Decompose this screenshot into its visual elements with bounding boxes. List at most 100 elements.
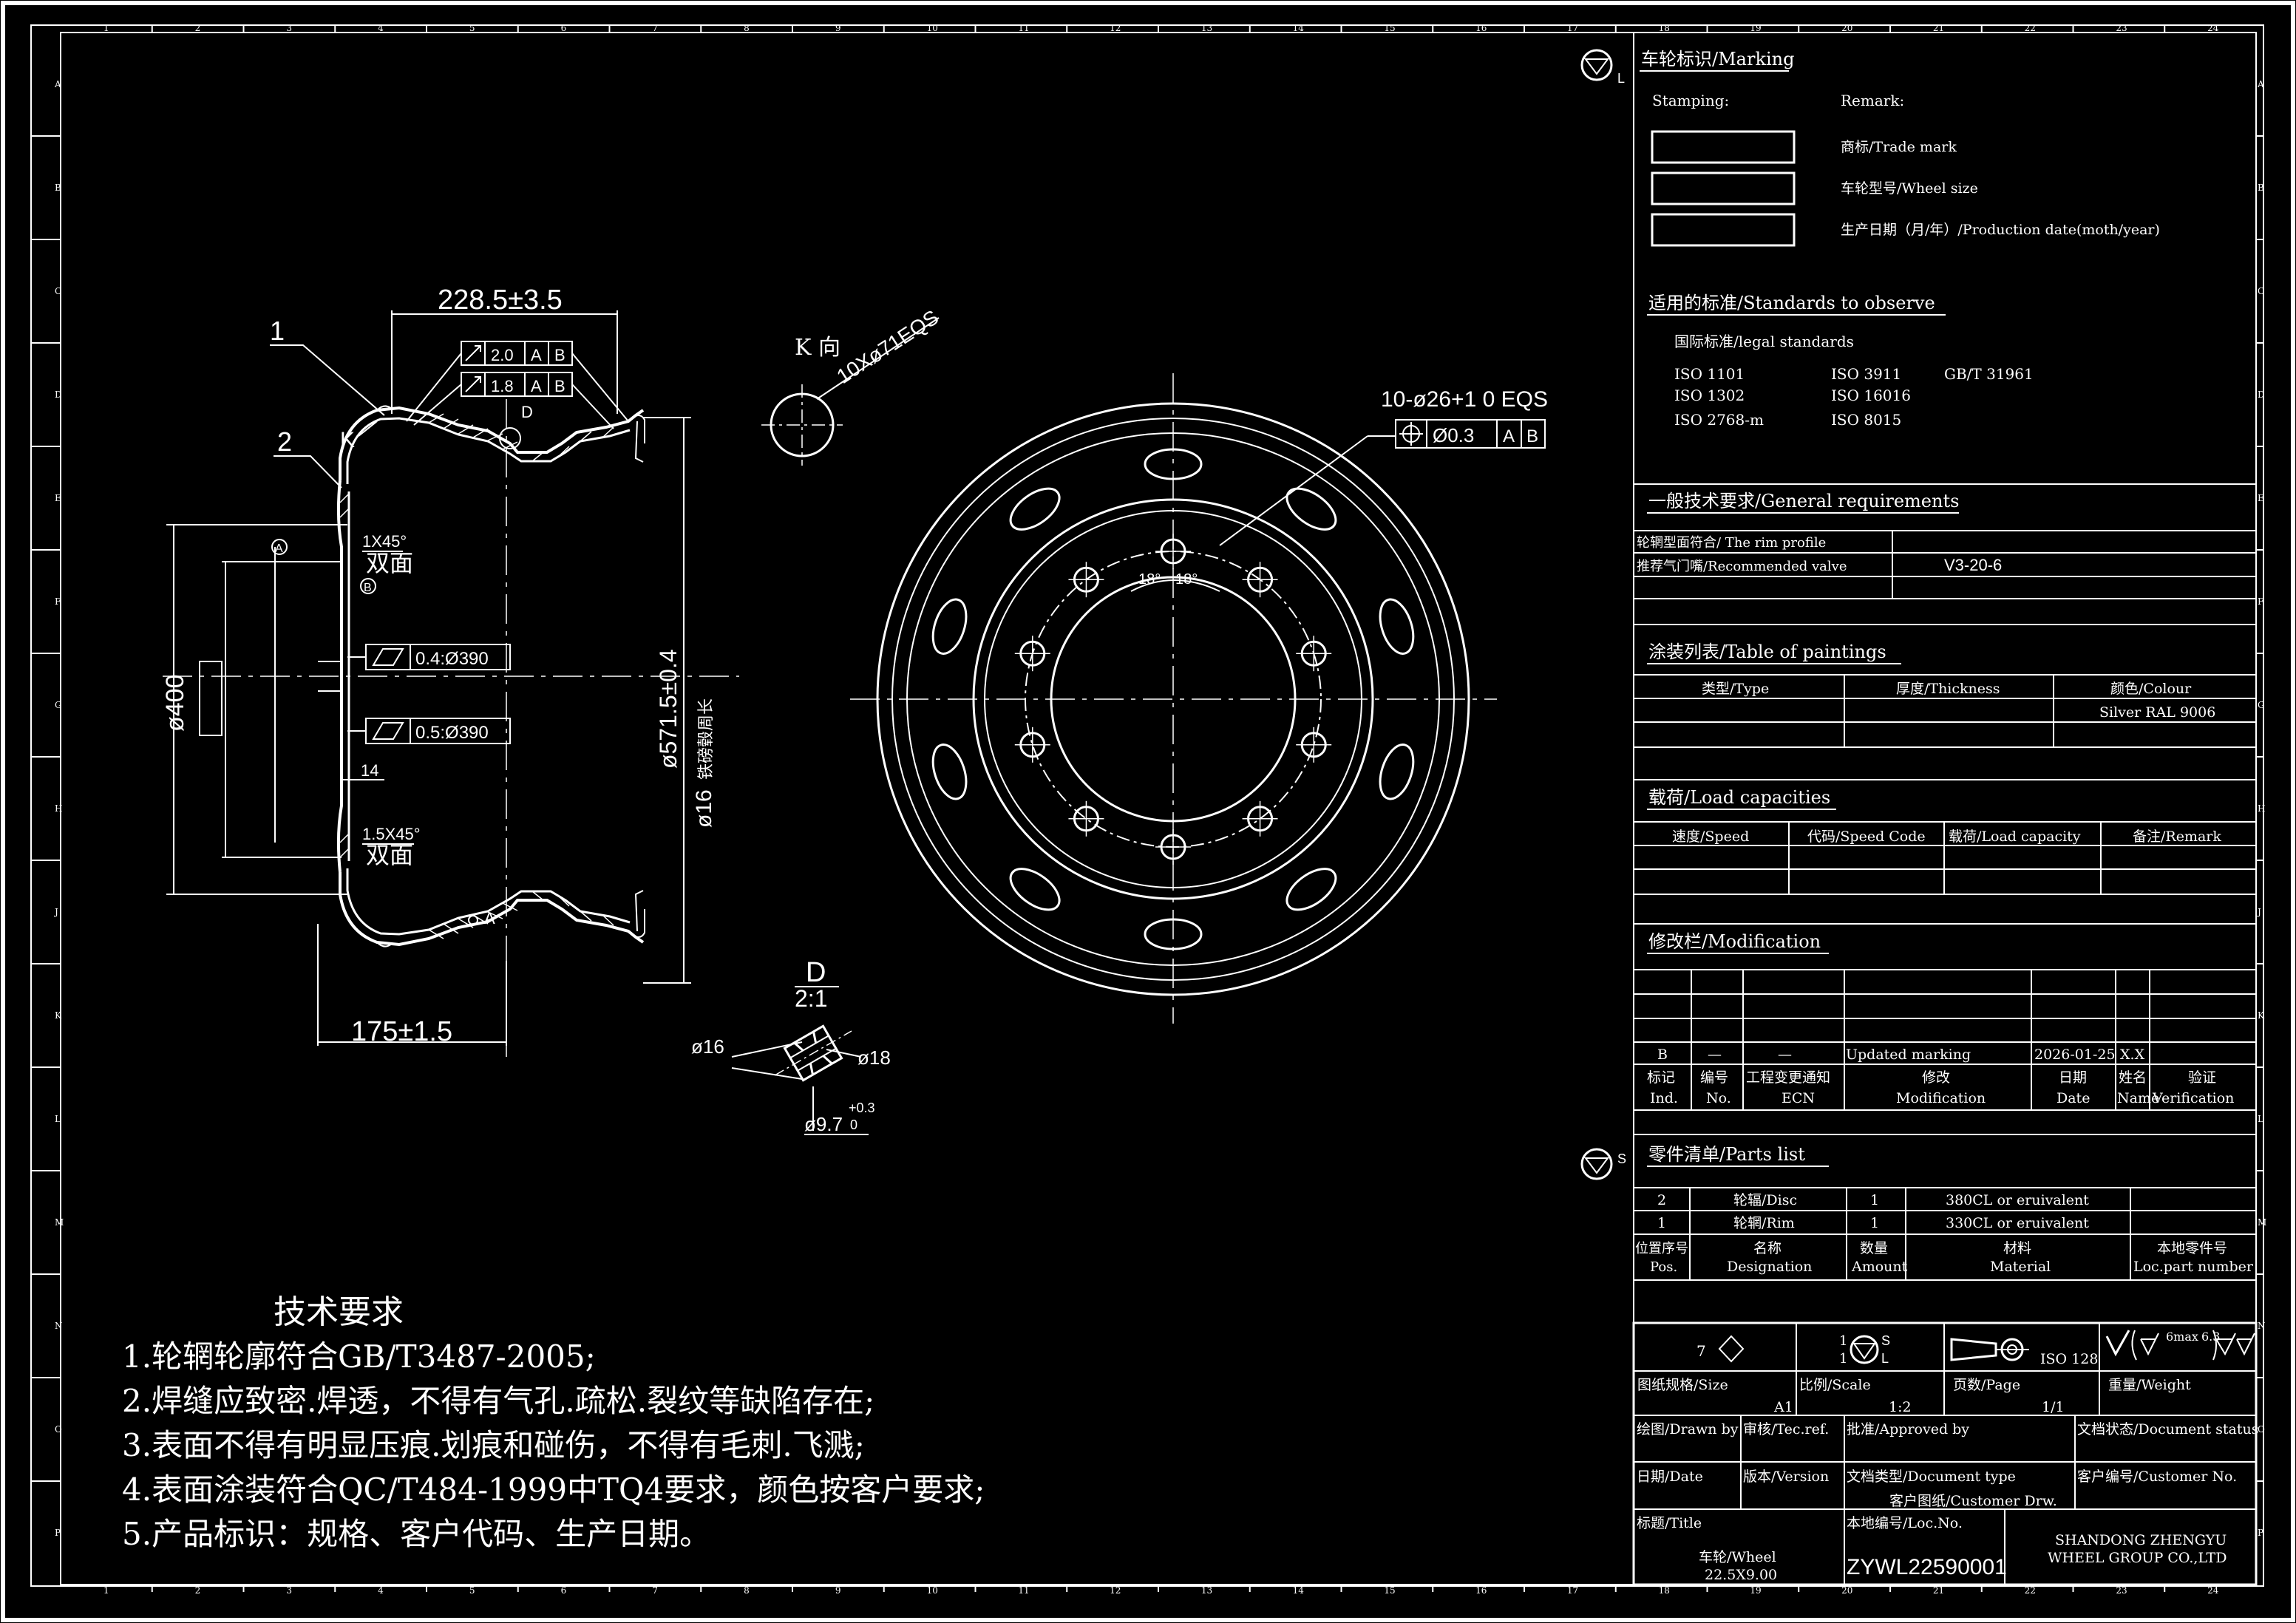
frame-col-label-bottom: 2: [195, 1585, 201, 1596]
frame-col-label-top: 18: [1659, 23, 1670, 33]
frame-row-label-right: H: [2258, 803, 2265, 814]
valve-value: V3-20-6: [1944, 556, 2002, 574]
frame-row-label-left: K: [55, 1010, 62, 1021]
customer-no-label: 客户编号/Customer No.: [2077, 1469, 2237, 1485]
runout-frame-1: 2.0 A B: [461, 341, 573, 366]
frame-col-label-bottom: 7: [652, 1585, 658, 1596]
rim-section-view: 228.5±3.5 175±1.5 ø400 ø571.5±0.4 ø16 铁磅…: [161, 285, 739, 1057]
standard-2: ISO 3911: [1831, 365, 1901, 383]
frame-row-label-left: E: [55, 493, 61, 503]
size-label: 图纸规格/Size: [1637, 1377, 1728, 1393]
vent-hole: [1379, 744, 1415, 800]
frame-col-label-top: 1: [103, 23, 109, 33]
part-2-material: 330CL or eruivalent: [1946, 1215, 2089, 1231]
mod-header-ecn-en: ECN: [1782, 1090, 1815, 1106]
detail-d-tol-plus: +0.3: [849, 1100, 875, 1115]
parts-header-pos-en: Pos.: [1650, 1259, 1677, 1275]
roughness-value: 6.3: [2201, 1330, 2220, 1344]
drawn-by-label: 绘图/Drawn by: [1637, 1421, 1739, 1437]
mod-header-no-en: No.: [1706, 1090, 1731, 1106]
part-2-qty: 1: [1870, 1215, 1879, 1231]
mod-header-mod-cn: 修改: [1922, 1069, 1950, 1086]
detail-d-marker: D: [521, 403, 533, 421]
vent-hole: [1009, 487, 1061, 531]
parts-title: 零件清单/Parts list: [1648, 1144, 1805, 1165]
runout-2-datum-b: B: [554, 377, 565, 395]
loc-no-label: 本地编号/Loc.No.: [1847, 1515, 1963, 1531]
circumference-note: 铁磅毂周长: [697, 698, 716, 780]
frame-col-label-bottom: 13: [1201, 1585, 1212, 1596]
frame-row-label-right: N: [2258, 1321, 2266, 1331]
parts-header-pos-cn: 位置序号: [1635, 1241, 1688, 1256]
mod-row-ecn: —: [1778, 1047, 1792, 1063]
frame-col-label-bottom: 18: [1659, 1585, 1670, 1596]
leader-1: 1: [270, 316, 285, 346]
frame-row-label-left: D: [55, 389, 62, 400]
frame-col-label-top: 7: [652, 23, 658, 33]
parts-header-loc-en: Loc.part number: [2133, 1259, 2254, 1275]
mod-header-no-cn: 编号: [1700, 1069, 1728, 1086]
frame-row-label-right: A: [2257, 79, 2264, 89]
frame-col-label-top: 8: [744, 23, 750, 33]
tech-req-item-4: 4.表面涂装符合QC/T484-1999中TQ4要求，颜色按客户要求;: [122, 1471, 985, 1508]
mod-header-ver-en: Verification: [2152, 1090, 2234, 1106]
frame-row-label-left: F: [55, 596, 61, 607]
page-value: 1/1: [2042, 1399, 2065, 1415]
frame-col-label-top: 17: [1567, 23, 1578, 33]
paint-header-colour: 颜色/Colour: [2110, 681, 2192, 697]
part-1-qty: 1: [1870, 1192, 1879, 1208]
vent-hole: [1379, 598, 1415, 655]
view-symbol-parts-letter: S: [1617, 1151, 1626, 1166]
title-value-1: 车轮/Wheel: [1699, 1549, 1776, 1565]
vent-hole: [1285, 868, 1337, 911]
title-value-2: 22.5X9.00: [1705, 1567, 1777, 1583]
frame-col-label-bottom: 6: [561, 1585, 567, 1596]
part-1-name: 轮辐/Disc: [1733, 1192, 1797, 1208]
mod-row-date: 2026-01-25: [2034, 1047, 2116, 1063]
detail-k-note: 10Xø71EQS: [832, 305, 942, 388]
frame-row-label-left: H: [55, 803, 62, 814]
standard-3: GB/T 31961: [1944, 365, 2034, 383]
frame-row-label-left: C: [55, 286, 61, 296]
datum-b-marker: B: [364, 582, 372, 594]
vent-hole: [1009, 868, 1061, 911]
version-label: 版本/Version: [1743, 1469, 1829, 1485]
detail-k-label: K 向: [795, 335, 840, 361]
part-2-name: 轮辋/Rim: [1733, 1215, 1795, 1231]
frame-row-label-right: G: [2258, 700, 2265, 710]
vent-hole: [1285, 487, 1337, 531]
tech-req-item-3: 3.表面不得有明显压痕.划痕和碰伤，不得有毛刺.飞溅;: [122, 1427, 865, 1463]
frame-col-label-bottom: 17: [1567, 1585, 1578, 1596]
load-header-speed: 速度/Speed: [1672, 828, 1749, 845]
frame-col-label-top: 22: [2025, 23, 2036, 33]
sym-letter-b1: S: [1881, 1333, 1890, 1348]
mod-header-name-cn: 姓名: [2119, 1069, 2147, 1086]
runout-frame-2: 1.8 A B: [461, 372, 573, 397]
frame-col-label-bottom: 5: [469, 1585, 475, 1596]
marking-item-3: 生产日期（月/年）/Production date(moth/year): [1841, 222, 2160, 238]
frame-col-label-bottom: 21: [1933, 1585, 1944, 1596]
approved-by-label: 批准/Approved by: [1847, 1421, 1969, 1437]
loc-no-value: ZYWL22590001: [1847, 1555, 2007, 1579]
frame-col-label-top: 3: [286, 23, 292, 33]
detail-d-label: D: [806, 957, 826, 988]
doc-type-label: 文档类型/Document type: [1847, 1469, 2016, 1485]
runout-1-datum-a: A: [531, 346, 542, 364]
frame-col-label-top: 24: [2207, 23, 2219, 33]
parts-header-name-cn: 名称: [1753, 1240, 1782, 1256]
paint-header-thickness: 厚度/Thickness: [1896, 681, 2000, 697]
frame-col-label-bottom: 24: [2207, 1585, 2219, 1596]
detail-d-18: ø18: [857, 1047, 891, 1069]
frame-row-label-right: E: [2258, 493, 2264, 503]
vent-hole: [931, 744, 968, 800]
runout-1-datum-b: B: [554, 346, 565, 364]
frame-row-label-right: C: [2258, 286, 2264, 296]
frame-col-label-top: 12: [1110, 23, 1121, 33]
runout-1-value: 2.0: [491, 346, 514, 364]
mod-row-modification: Updated marking: [1846, 1047, 1971, 1063]
section-a-marker: A: [484, 909, 495, 928]
technical-requirements: 技术要求 1.轮辋轮廓符合GB/T3487-2005; 2.焊缝应致密.焊透，不…: [122, 1293, 985, 1552]
standards-subtitle: 国际标准/legal standards: [1674, 333, 1854, 350]
frame-row-label-right: B: [2258, 183, 2264, 193]
